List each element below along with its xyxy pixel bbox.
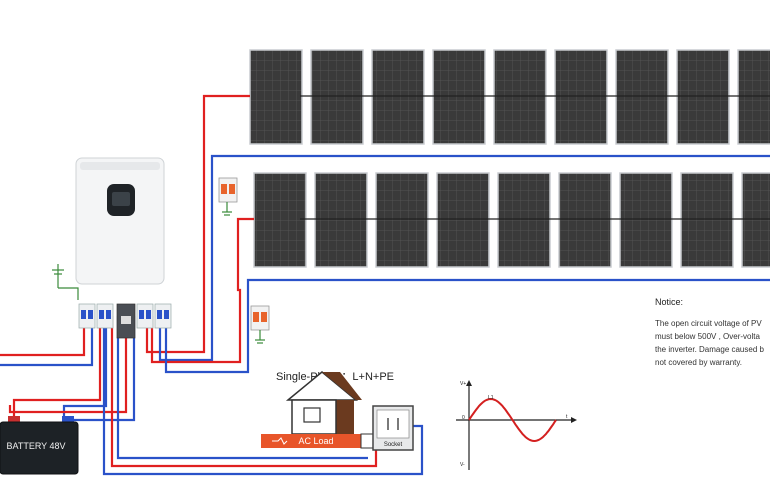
pv-string-2-panel xyxy=(741,172,770,268)
pv-string-1-panel xyxy=(249,49,303,145)
pv1-negative-wire xyxy=(158,154,770,362)
pv-string-2-panel xyxy=(680,172,734,268)
socket-label: Socket xyxy=(384,442,403,448)
pv-string-1-panel xyxy=(554,49,608,145)
pv2-positive-wire xyxy=(150,217,254,364)
pv-string-1-panel xyxy=(432,49,486,145)
pv1-positive-wire xyxy=(145,94,250,354)
l1-label: L1 xyxy=(488,395,494,401)
pv-string-2-panel xyxy=(314,172,368,268)
ac-load-label: AC Load xyxy=(298,436,333,446)
zero-label: 0 xyxy=(462,415,465,421)
inverter-breaker-bank xyxy=(78,303,172,339)
pv2-negative-wire xyxy=(164,278,770,374)
battery: BATTERY 48V xyxy=(0,416,79,475)
pv-string-1-panel xyxy=(615,49,669,145)
socket-return-wire xyxy=(102,316,424,476)
pv-string-2-panel xyxy=(619,172,673,268)
ac-load: AC Load xyxy=(261,433,376,449)
v-plus-label: V+ xyxy=(460,381,466,387)
pv-string-1-panel xyxy=(493,49,547,145)
pv-string-2-panel xyxy=(253,172,307,268)
grid-l-wire xyxy=(0,316,86,357)
load-symbol-icon xyxy=(272,437,288,445)
house-icon xyxy=(285,371,362,435)
notice-line: The open circuit voltage of PV xyxy=(655,319,762,328)
v-minus-label: V- xyxy=(460,462,465,468)
notice-title: Notice: xyxy=(655,297,684,307)
socket: Socket xyxy=(372,405,414,451)
inverter-ground-icon xyxy=(52,264,79,300)
pv-string-1-panel xyxy=(676,49,730,145)
t-label: t xyxy=(566,414,568,420)
pv-string-1-panel xyxy=(371,49,425,145)
pv-string-1-panel xyxy=(737,49,770,145)
sine-wave-curve xyxy=(468,397,557,443)
dc-breaker-2 xyxy=(250,305,270,344)
pv-string-2-panel xyxy=(497,172,551,268)
inverter xyxy=(75,157,165,285)
notice-box: Notice: The open circuit voltage of PV m… xyxy=(655,296,770,369)
pv-string-1-panel xyxy=(310,49,364,145)
dc-breaker-1 xyxy=(218,177,238,216)
battery-positive-wire xyxy=(12,316,102,420)
battery-label: BATTERY 48V xyxy=(6,441,65,451)
battery-breaker-negative xyxy=(70,316,136,422)
battery-breaker-positive xyxy=(8,316,128,414)
pv-wiring xyxy=(145,94,770,374)
ac-load-n-wire xyxy=(116,316,368,460)
grid-n-wire xyxy=(0,316,94,367)
notice-line: the inverter. Damage caused b xyxy=(655,345,764,354)
notice-line: not covered by warranty. xyxy=(655,358,743,367)
pv-string-2-panel xyxy=(558,172,612,268)
sine-wave-diagram: V+ V- 0 L1 t xyxy=(456,380,577,470)
pv-array xyxy=(249,49,770,268)
pv-string-2-panel xyxy=(375,172,429,268)
pv-string-2-panel xyxy=(436,172,490,268)
notice-line: must below 500V , Over-volta xyxy=(655,332,760,341)
